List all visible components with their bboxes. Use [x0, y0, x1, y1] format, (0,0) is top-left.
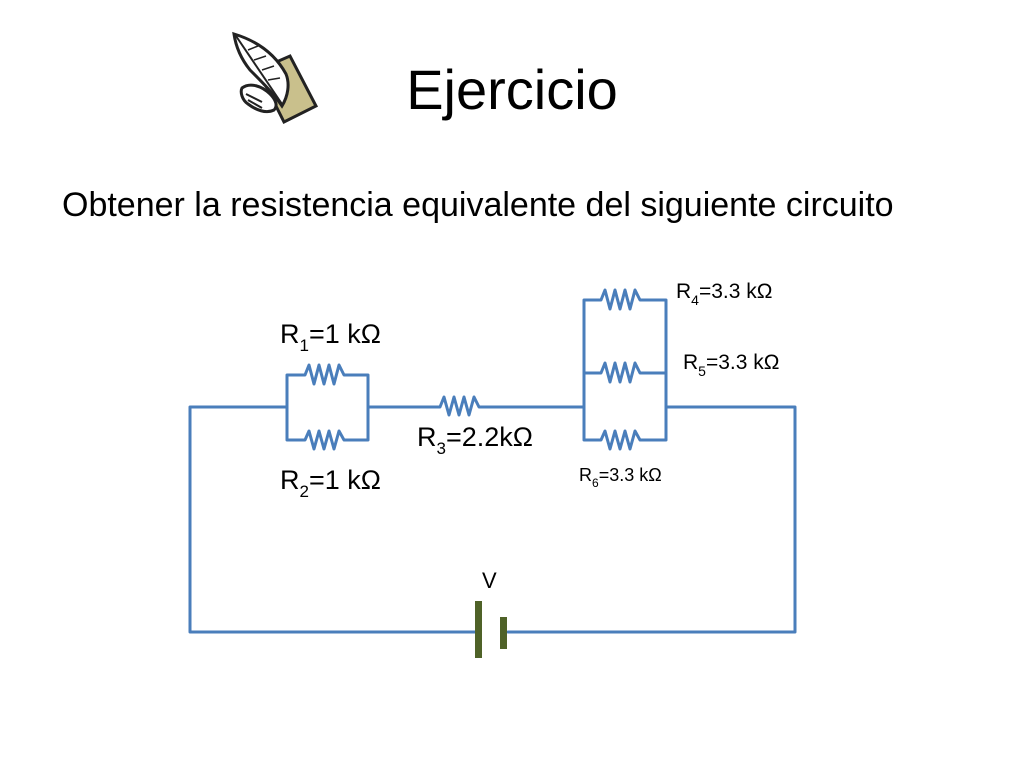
- label-r2: R2=1 kΩ: [280, 465, 381, 501]
- label-r4: R4=3.3 kΩ: [676, 280, 772, 308]
- resistor-r5: [584, 361, 666, 384]
- label-r3: R3=2.2kΩ: [417, 422, 533, 458]
- battery-long-plate: [475, 601, 482, 658]
- slide-title: Ejercicio: [406, 58, 618, 121]
- label-r5: R5=3.3 kΩ: [683, 351, 779, 379]
- resistor-r1: [287, 363, 368, 386]
- resistor-r3: [426, 395, 490, 417]
- wire-right-loop: [506, 405, 797, 634]
- wire-left-loop: [188, 405, 480, 634]
- slide-subtitle: Obtener la resistencia equivalente del s…: [62, 186, 894, 224]
- quill-pen-icon: [232, 31, 319, 125]
- battery-short-plate: [500, 617, 507, 649]
- label-source-v: V: [482, 568, 497, 593]
- resistor-r6: [584, 429, 666, 451]
- resistor-r2: [287, 429, 368, 451]
- label-r1: R1=1 kΩ: [280, 319, 381, 355]
- resistor-r4: [584, 288, 666, 311]
- label-r6: R6=3.3 kΩ: [579, 465, 662, 490]
